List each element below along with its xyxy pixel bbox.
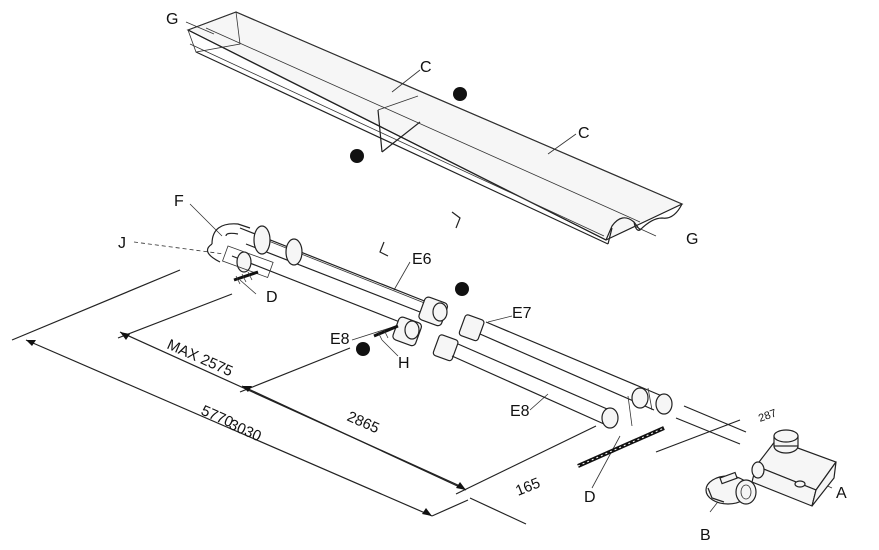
label-d-upper: D xyxy=(266,289,278,306)
upper-tube-assembly xyxy=(206,223,449,347)
label-e7: E7 xyxy=(512,305,532,322)
direction-mark-1 xyxy=(451,211,461,229)
label-d-lower: D xyxy=(584,489,596,506)
marker-dots xyxy=(350,87,469,356)
label-g-right: G xyxy=(686,231,698,248)
dimension-lines xyxy=(11,269,747,525)
screw-h xyxy=(373,324,399,341)
direction-mark-2 xyxy=(379,241,389,257)
fan-b xyxy=(705,471,757,505)
dim-165: 165 xyxy=(513,475,543,500)
dim-max-2575: MAX 2575 xyxy=(164,336,235,380)
label-c-2: C xyxy=(578,125,590,142)
label-e8-upper: E8 xyxy=(330,331,350,348)
dim-287: 287 xyxy=(757,407,778,425)
dim-3030: 3030 xyxy=(226,416,263,445)
label-a: A xyxy=(836,485,847,502)
label-c-1: C xyxy=(420,59,432,76)
part-labels: G C C G F J D E6 E7 E8 H E8 D A B xyxy=(118,11,847,544)
label-h: H xyxy=(398,355,410,372)
label-f: F xyxy=(174,193,184,210)
label-g-top: G xyxy=(166,11,178,28)
dim-2865: 2865 xyxy=(344,408,381,437)
screw-d-upper xyxy=(233,270,259,285)
dimension-labels: MAX 2575 5770 3030 2865 165 287 xyxy=(164,336,778,500)
label-b: B xyxy=(700,527,711,544)
lower-tube-assembly xyxy=(432,314,673,429)
top-cover xyxy=(186,11,684,245)
label-e6: E6 xyxy=(412,251,432,268)
label-e8-lower: E8 xyxy=(510,403,530,420)
housing-a xyxy=(751,429,837,507)
rod-d-lower xyxy=(577,426,665,468)
label-j: J xyxy=(118,235,126,252)
